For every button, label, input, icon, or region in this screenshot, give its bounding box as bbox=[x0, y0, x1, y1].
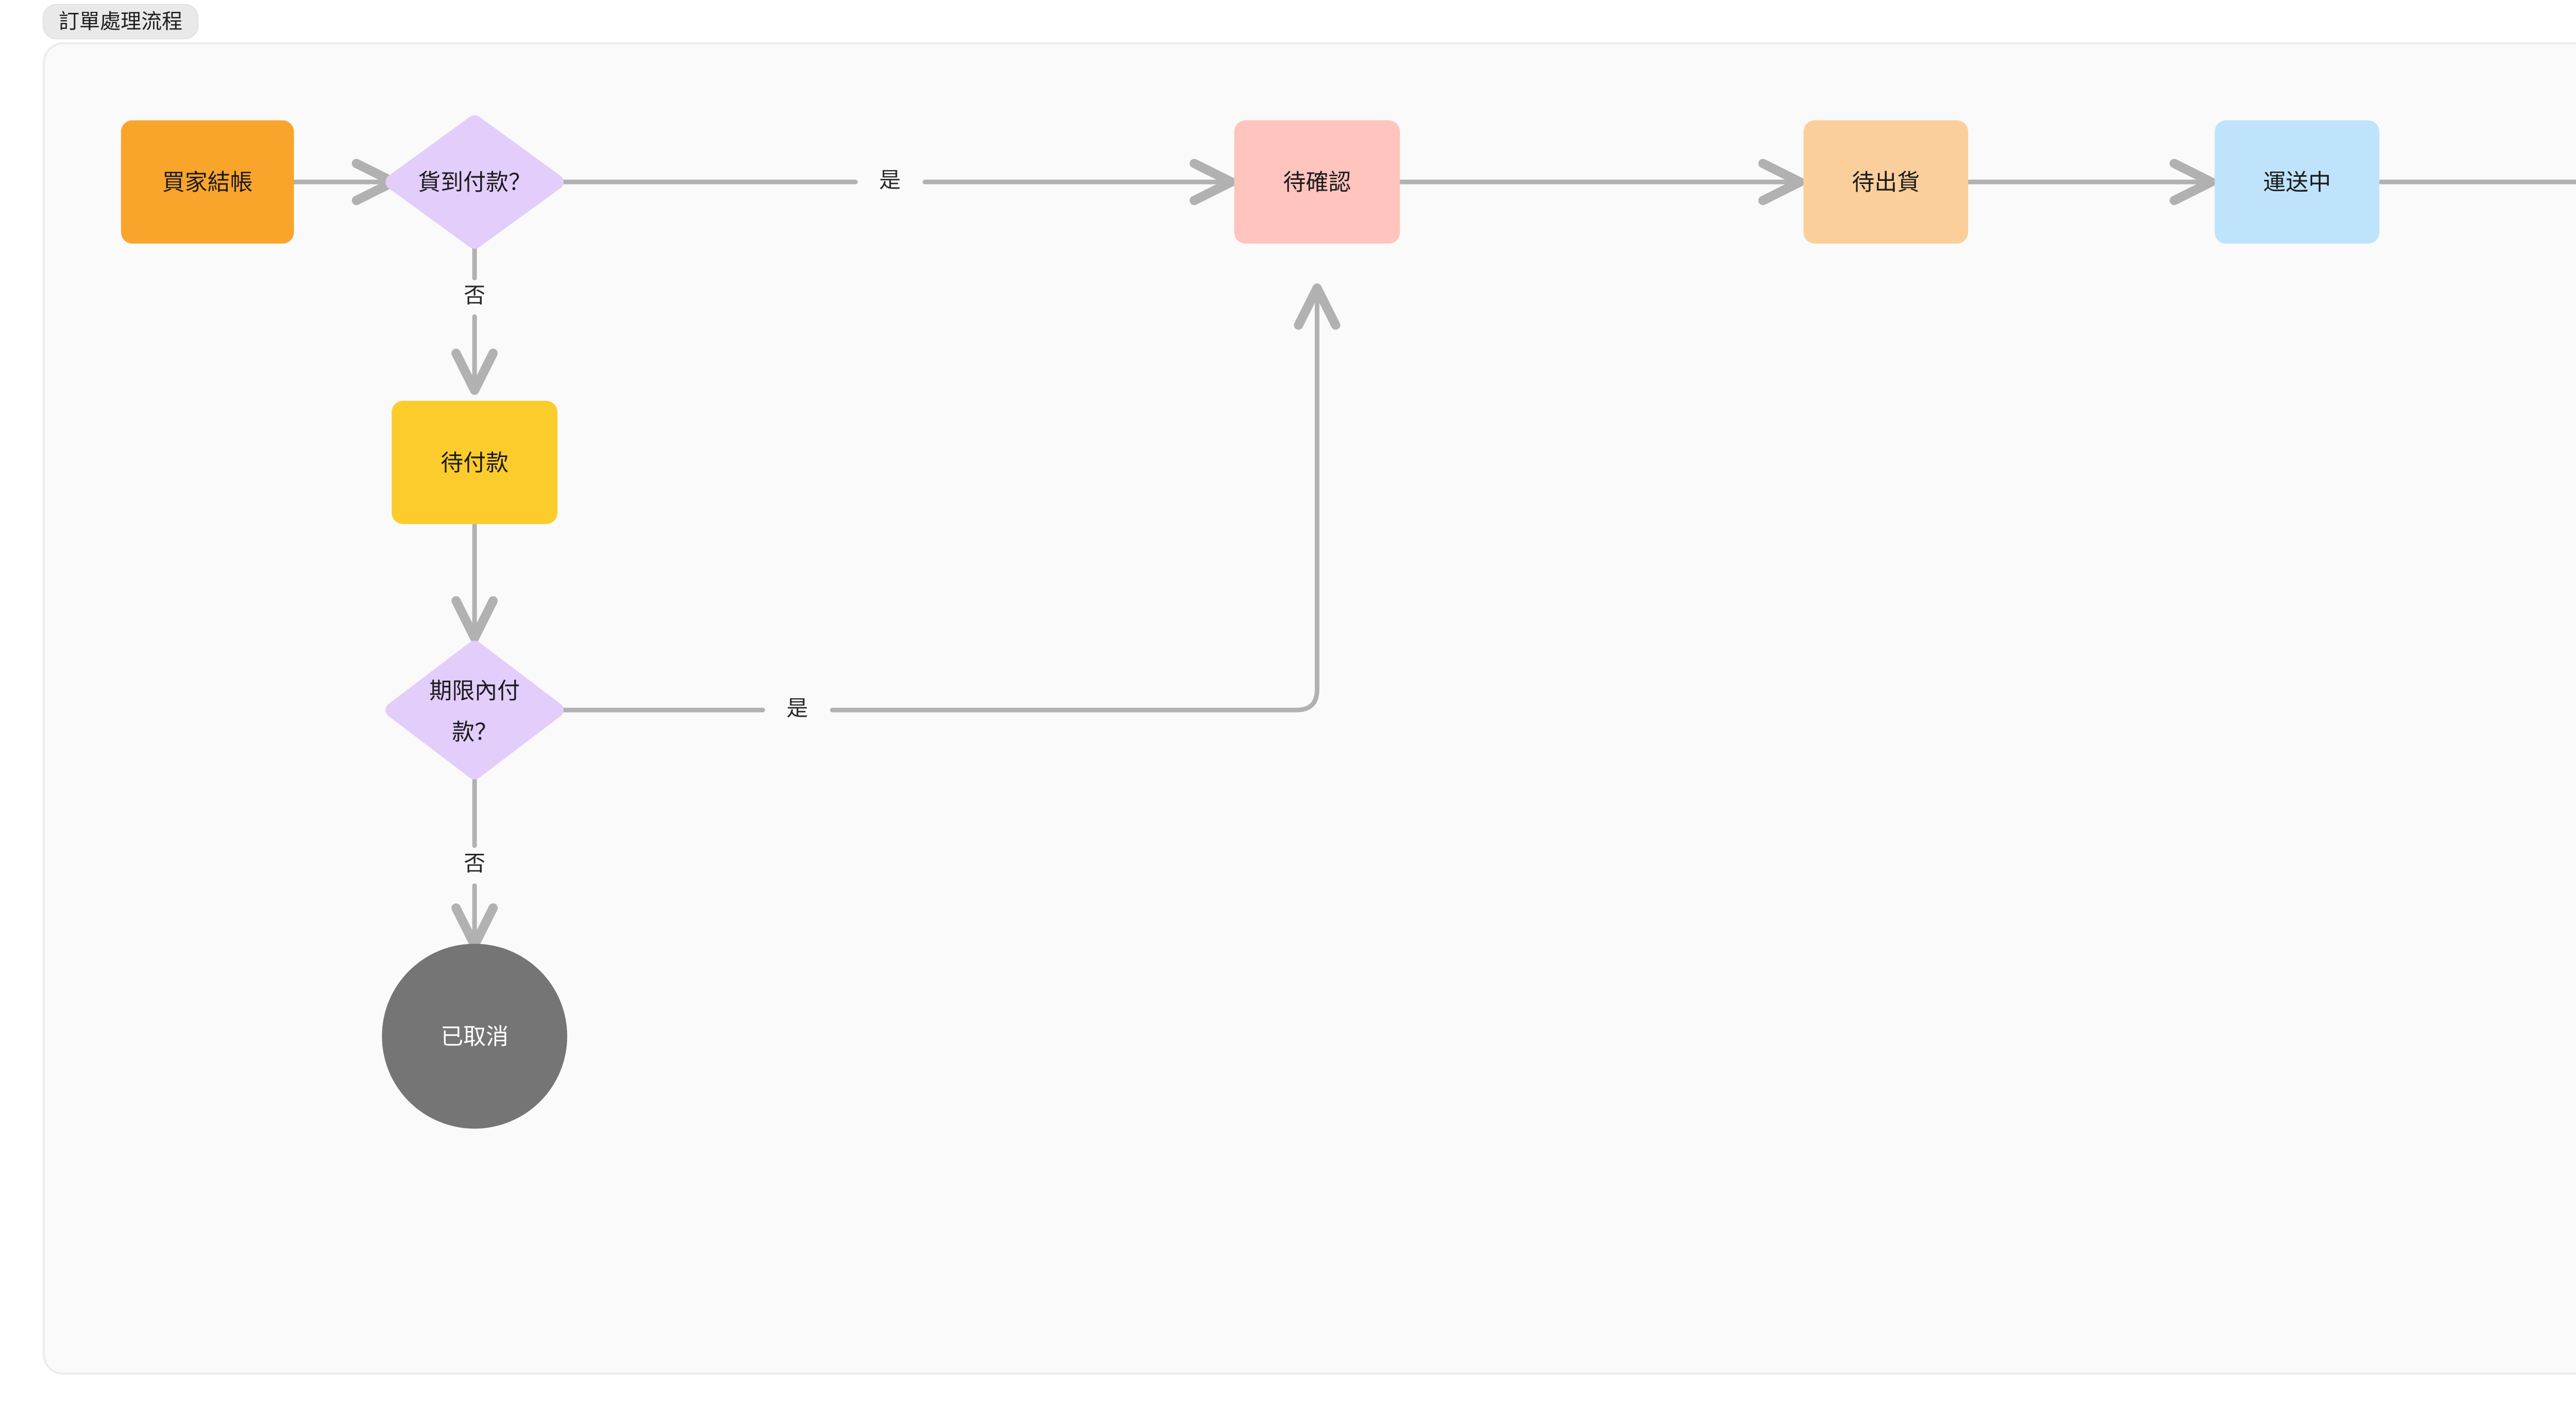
node-pay-in-time-label-line1: 期限內付 bbox=[429, 679, 520, 704]
node-to-pay-label: 待付款 bbox=[440, 450, 509, 476]
flowchart-canvas[interactable]: 買家結帳 貨到付款？ 待確認 待出貨 bbox=[43, 42, 2576, 1375]
edge-label-layer: 是 是 否 是 否 否 bbox=[464, 168, 901, 875]
node-cod-shape[interactable] bbox=[385, 115, 564, 249]
edge-label-intime-no: 否 bbox=[464, 851, 485, 875]
node-cancelled[interactable]: 已取消 bbox=[382, 943, 567, 1129]
node-pending-confirm-shape[interactable] bbox=[1234, 120, 1400, 244]
tab-bar: 訂單處理流程 bbox=[43, 3, 198, 40]
edge-label-cod-no: 否 bbox=[464, 283, 485, 308]
node-pending-confirm[interactable]: 待確認 bbox=[1234, 120, 1400, 244]
node-to-pay-shape[interactable] bbox=[392, 400, 557, 525]
node-pay-in-time-label-line2: 款？ bbox=[452, 719, 497, 745]
node-shipping[interactable]: 運送中 bbox=[2214, 120, 2380, 244]
node-shipping-label: 運送中 bbox=[2263, 170, 2331, 195]
node-to-ship[interactable]: 待出貨 bbox=[1803, 120, 1969, 244]
tab-order-process-flow[interactable]: 訂單處理流程 bbox=[43, 4, 198, 39]
node-pending-confirm-label: 待確認 bbox=[1283, 170, 1351, 195]
node-pay-in-time[interactable]: 期限內付 款？ bbox=[385, 640, 564, 780]
node-checkout[interactable]: 買家結帳 bbox=[121, 120, 294, 244]
edge-layer bbox=[292, 159, 2576, 950]
node-cancelled-label: 已取消 bbox=[440, 1024, 509, 1050]
edge-label-intime-yes: 是 bbox=[787, 696, 808, 720]
node-cod-label: 貨到付款？ bbox=[418, 170, 531, 195]
node-to-ship-shape[interactable] bbox=[1803, 120, 1969, 244]
node-to-pay[interactable]: 待付款 bbox=[392, 400, 557, 525]
node-cancelled-shape[interactable] bbox=[382, 943, 567, 1129]
edge-label-cod-yes: 是 bbox=[879, 168, 901, 192]
node-to-ship-label: 待出貨 bbox=[1852, 170, 1920, 195]
node-cod[interactable]: 貨到付款？ bbox=[385, 115, 564, 249]
flowchart-svg: 買家結帳 貨到付款？ 待確認 待出貨 bbox=[121, 115, 2576, 1129]
edge-intime-pending-b bbox=[829, 283, 1341, 713]
node-shipping-shape[interactable] bbox=[2214, 120, 2380, 244]
node-checkout-shape[interactable] bbox=[121, 120, 294, 244]
node-layer: 買家結帳 貨到付款？ 待確認 待出貨 bbox=[121, 115, 2380, 1129]
node-pay-in-time-shape[interactable] bbox=[385, 640, 564, 780]
node-checkout-label: 買家結帳 bbox=[162, 170, 253, 195]
